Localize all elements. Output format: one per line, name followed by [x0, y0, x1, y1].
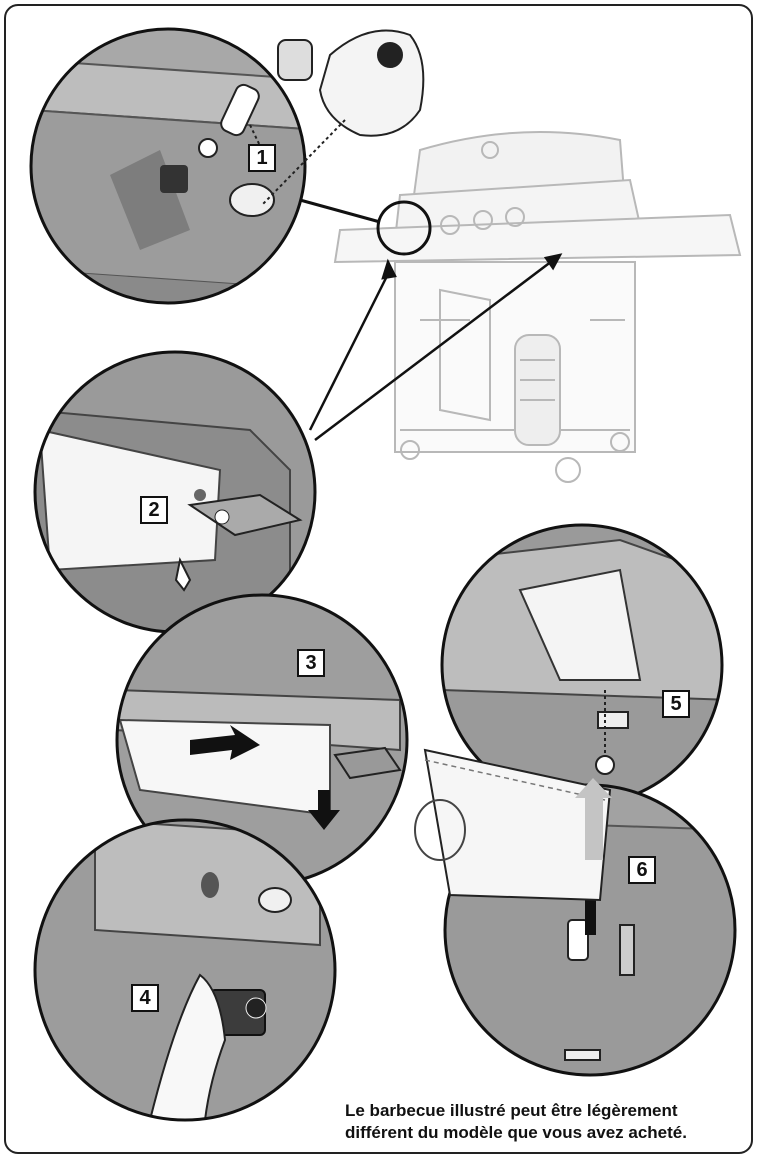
step-1-label: 1 [248, 144, 276, 172]
step-6-label: 6 [628, 856, 656, 884]
knob-parts [198, 29, 425, 206]
step-6-detail [414, 748, 737, 1077]
disclaimer-line-2: différent du modèle que vous avez acheté… [345, 1123, 687, 1142]
step-4-detail [33, 818, 337, 1122]
step-2-label: 2 [140, 496, 168, 524]
step-2-detail [33, 350, 317, 634]
zoom-connector-1 [299, 198, 381, 224]
disclaimer-line-1: Le barbecue illustré peut être légèremen… [345, 1101, 678, 1120]
step-1-detail [29, 27, 307, 305]
disclaimer-caption: Le barbecue illustré peut être légèremen… [345, 1100, 755, 1144]
step-4-label: 4 [131, 984, 159, 1012]
step-3-label: 3 [297, 649, 325, 677]
grill-overview [333, 131, 742, 483]
zoom-ring [376, 200, 432, 256]
callout-arrows [308, 253, 563, 441]
step-5-label: 5 [662, 690, 690, 718]
step-5-detail [440, 523, 724, 807]
